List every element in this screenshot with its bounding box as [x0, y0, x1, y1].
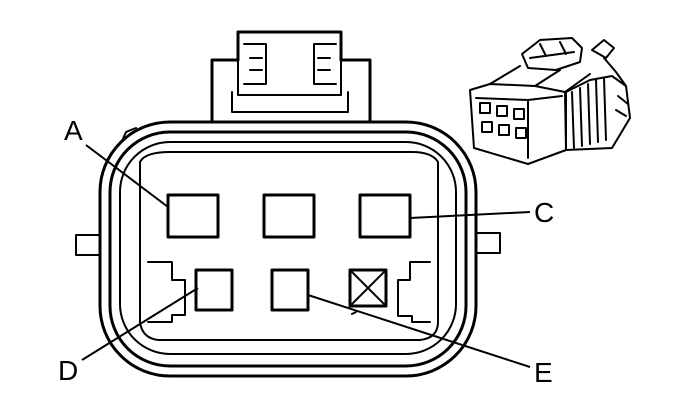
- cavity-row-top: [166, 193, 412, 239]
- cavity-row-bottom: [147, 261, 431, 323]
- label-e: E: [534, 357, 553, 388]
- leader-lines: [81, 144, 531, 368]
- cavity-e: [270, 268, 310, 312]
- x-box-icon: [348, 268, 388, 308]
- label-c: C: [534, 197, 554, 228]
- cavity-d: [194, 268, 234, 312]
- label-a: A: [64, 115, 83, 146]
- right-key-slot: [397, 261, 431, 323]
- label-d: D: [58, 355, 78, 386]
- latch-tab: [210, 30, 372, 128]
- cavity-b: [262, 193, 316, 239]
- cavity-c: [358, 193, 412, 239]
- connector-3d-icon: [469, 37, 631, 165]
- left-key-slot: [147, 261, 186, 323]
- connector-body: [98, 120, 478, 378]
- cavity-a: [166, 193, 220, 239]
